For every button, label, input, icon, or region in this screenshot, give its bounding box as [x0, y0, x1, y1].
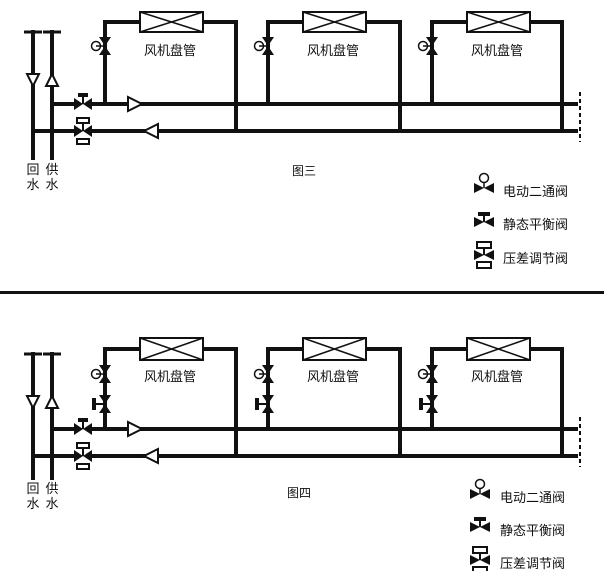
legend-label-electric-valve: 电动二通阀 [503, 185, 569, 200]
electric-two-way-valve-icon [470, 478, 490, 499]
section-divider [0, 291, 604, 294]
legend-label-pressure-valve: 压差调节阀 [500, 557, 566, 572]
fan-coil-3 [466, 337, 531, 361]
electric-valve-3 [417, 37, 438, 55]
differential-pressure-valve-icon [474, 241, 494, 269]
legend-label-pressure-valve: 压差调节阀 [503, 252, 569, 267]
electric-valve-3 [417, 365, 438, 383]
main-return-pressure-valve [74, 442, 92, 470]
supply-main-arrow [127, 420, 145, 438]
supply-flow-arrow [44, 71, 60, 87]
legend-label-balance-valve: 静态平衡阀 [500, 524, 566, 539]
fan-coil-2 [302, 337, 367, 361]
figure-caption: 图四 [287, 486, 312, 500]
legend-label-balance-valve: 静态平衡阀 [503, 218, 569, 233]
return-main-arrow [141, 447, 159, 465]
electric-valve-1 [90, 37, 111, 55]
static-balance-valve-icon [470, 517, 490, 532]
main-supply-balance-valve [74, 93, 92, 110]
supply-flow-arrow [44, 393, 60, 409]
branch-balance-valve-3 [419, 395, 438, 413]
electric-two-way-valve-icon [474, 172, 494, 193]
return-water-label: 回水 [26, 482, 40, 512]
fan-coil-1 [139, 11, 204, 33]
main-return-pressure-valve [74, 117, 92, 145]
fan-coil-label-1: 风机盘管 [144, 370, 197, 385]
static-balance-valve-icon [474, 212, 494, 227]
differential-pressure-valve-icon [470, 546, 490, 571]
return-main-arrow [141, 122, 159, 140]
fan-coil-2 [302, 11, 367, 33]
figure-3-schematic [24, 11, 581, 269]
figure-caption: 图三 [292, 164, 317, 178]
fan-coil-label-2: 风机盘管 [307, 44, 360, 59]
electric-valve-2 [253, 37, 274, 55]
main-supply-balance-valve [74, 418, 92, 435]
fan-coil-label-2: 风机盘管 [307, 370, 360, 385]
branch-balance-valve-1 [92, 395, 111, 413]
fan-coil-label-1: 风机盘管 [144, 44, 197, 59]
return-water-label: 回水 [26, 163, 40, 193]
branch-balance-valve-2 [255, 395, 274, 413]
figure-4-schematic [24, 337, 581, 571]
supply-water-label: 供水 [45, 163, 59, 193]
fan-coil-label-3: 风机盘管 [471, 370, 524, 385]
fan-coil-1 [139, 337, 204, 361]
return-flow-arrow [25, 73, 41, 89]
return-flow-arrow [25, 395, 41, 411]
supply-water-label: 供水 [45, 482, 59, 512]
fan-coil-label-3: 风机盘管 [471, 44, 524, 59]
electric-valve-1 [90, 365, 111, 383]
legend-label-electric-valve: 电动二通阀 [500, 491, 566, 506]
supply-main-arrow [127, 95, 145, 113]
figure-4: 风机盘管 风机盘管 风机盘管 回水 供水 图四 电动二通阀 静态平衡阀 压差调节… [0, 322, 604, 572]
fan-coil-3 [466, 11, 531, 33]
figure-3: 风机盘管 风机盘管 风机盘管 回水 供水 图三 电动二通阀 静态平衡阀 压差调节… [24, 11, 581, 269]
electric-valve-2 [253, 365, 274, 383]
